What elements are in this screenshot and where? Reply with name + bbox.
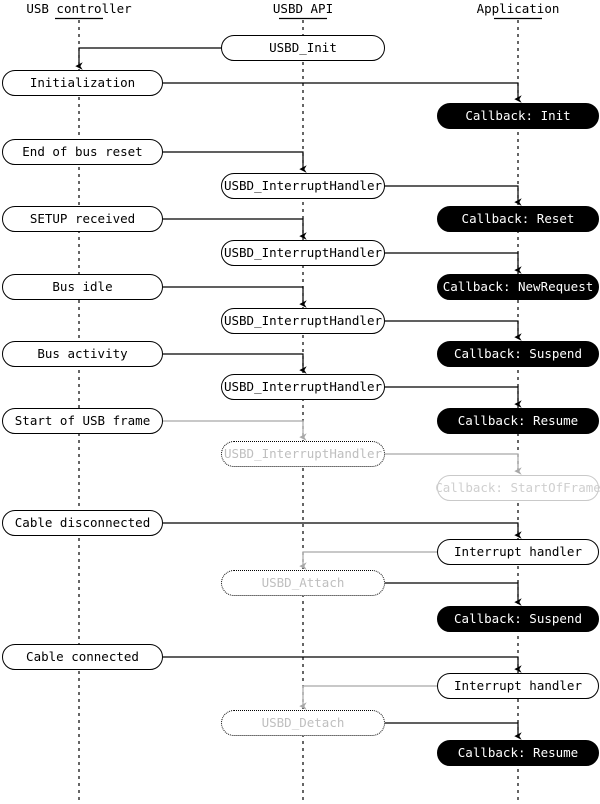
connector-c16 xyxy=(163,656,522,673)
node-n2[interactable]: Initialization xyxy=(2,70,163,96)
node-label: Callback: StartOfFrame xyxy=(435,479,600,495)
node-n24[interactable]: Interrupt handler xyxy=(437,673,599,699)
node-label: Bus activity xyxy=(37,345,128,361)
node-label: End of bus reset xyxy=(22,143,143,159)
node-n6[interactable]: Callback: Reset xyxy=(437,206,599,232)
node-n23[interactable]: Cable connected xyxy=(2,644,163,670)
node-label: Callback: Resume xyxy=(457,412,579,428)
connector-c2 xyxy=(163,82,522,103)
connector-paths-group xyxy=(75,47,522,740)
node-label: Callback: Suspend xyxy=(454,345,582,361)
node-label: Interrupt handler xyxy=(454,677,582,693)
node-label: Bus idle xyxy=(52,278,113,294)
node-n9[interactable]: Callback: NewRequest xyxy=(437,274,599,300)
node-label: Initialization xyxy=(29,74,136,90)
node-n22[interactable]: Callback: Suspend xyxy=(437,606,599,632)
node-label: Callback: NewRequest xyxy=(442,278,594,294)
connector-c1 xyxy=(75,47,221,70)
connector-c5 xyxy=(163,218,307,240)
node-n21[interactable]: USBD_Attach xyxy=(221,570,385,596)
node-n25[interactable]: USBD_Detach xyxy=(221,710,385,736)
connector-c11 xyxy=(163,420,307,441)
node-n16[interactable]: Start of USB frame xyxy=(2,408,163,434)
connector-c15 xyxy=(385,582,522,606)
connector-c14 xyxy=(299,551,437,570)
connector-c13 xyxy=(163,522,522,539)
node-label: USBD_InterruptHandler xyxy=(223,378,383,394)
node-label: USBD_InterruptHandler xyxy=(223,177,383,193)
connector-c4 xyxy=(385,185,522,206)
node-n11[interactable]: USBD_InterruptHandler xyxy=(221,308,385,334)
node-n1[interactable]: USBD_Init xyxy=(221,35,385,61)
node-label: USBD_InterruptHandler xyxy=(223,445,383,461)
node-n26[interactable]: Callback: Resume xyxy=(437,740,599,766)
connector-c6 xyxy=(385,252,522,274)
connector-c10 xyxy=(385,386,522,408)
node-label: Callback: Reset xyxy=(461,210,575,226)
node-label: Cable connected xyxy=(26,648,139,664)
node-label: Start of USB frame xyxy=(14,412,151,428)
node-label: SETUP received xyxy=(29,210,136,226)
node-label: USBD_InterruptHandler xyxy=(223,244,383,260)
lane-title-application: Application xyxy=(476,1,560,16)
node-n4[interactable]: End of bus reset xyxy=(2,139,163,165)
node-label: Callback: Init xyxy=(465,107,571,123)
connector-c12 xyxy=(385,453,522,475)
node-n12[interactable]: Callback: Suspend xyxy=(437,341,599,367)
connector-c18 xyxy=(385,722,522,740)
connector-c9 xyxy=(163,353,307,374)
node-n8[interactable]: USBD_InterruptHandler xyxy=(221,240,385,266)
node-n19[interactable]: Cable disconnected xyxy=(2,510,163,536)
lane-title-usbd-api: USBD API xyxy=(272,1,334,16)
node-n18[interactable]: Callback: StartOfFrame xyxy=(435,475,600,501)
connector-c3 xyxy=(163,151,307,173)
node-n14[interactable]: USBD_InterruptHandler xyxy=(221,374,385,400)
node-n15[interactable]: Callback: Resume xyxy=(437,408,599,434)
node-label: Interrupt handler xyxy=(454,543,582,559)
node-label: Callback: Resume xyxy=(457,744,579,760)
node-n20[interactable]: Interrupt handler xyxy=(437,539,599,565)
node-n7[interactable]: SETUP received xyxy=(2,206,163,232)
node-n17[interactable]: USBD_InterruptHandler xyxy=(221,441,385,467)
node-label: Cable disconnected xyxy=(14,514,151,530)
connector-c8 xyxy=(385,320,522,341)
lane-title-usb-controller: USB controller xyxy=(26,1,132,16)
node-n5[interactable]: USBD_InterruptHandler xyxy=(221,173,385,199)
node-n13[interactable]: Bus activity xyxy=(2,341,163,367)
node-label: Callback: Suspend xyxy=(454,610,582,626)
connector-c7 xyxy=(163,286,307,308)
node-label: USBD_Attach xyxy=(261,574,345,590)
node-n3[interactable]: Callback: Init xyxy=(437,103,599,129)
node-n10[interactable]: Bus idle xyxy=(2,274,163,300)
node-label: USBD_Detach xyxy=(261,714,345,730)
node-label: USBD_Init xyxy=(269,39,337,55)
connector-c17 xyxy=(299,685,437,710)
node-label: USBD_InterruptHandler xyxy=(223,312,383,328)
